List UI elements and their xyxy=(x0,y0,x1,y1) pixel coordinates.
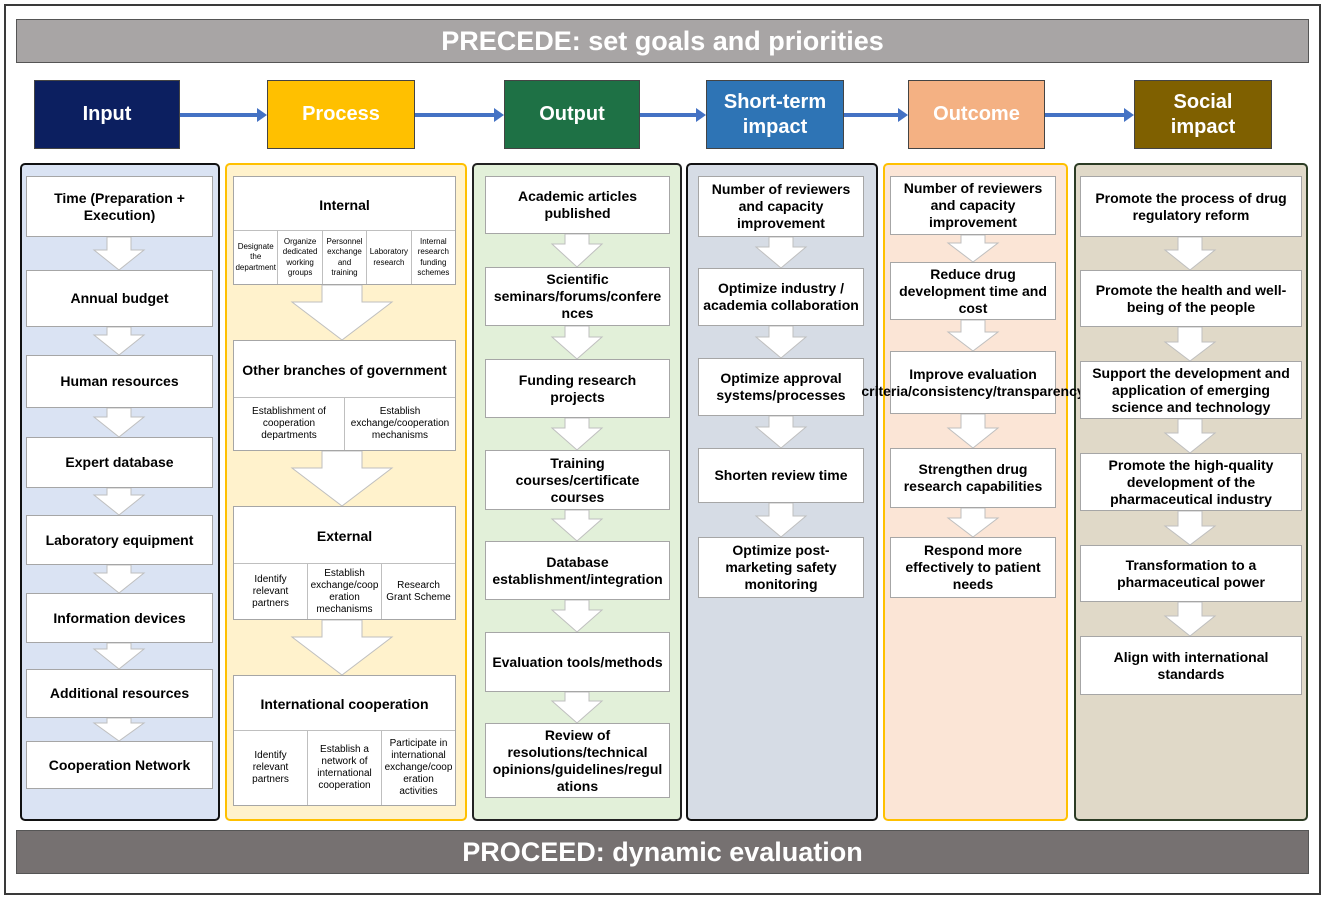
stage-outcome: Outcome xyxy=(908,80,1045,149)
short-term-impact-box: Number of reviewers and capacity improve… xyxy=(698,176,864,237)
process-sub-item: Personnel exchange and training xyxy=(321,231,366,284)
process-sub-item: Laboratory research xyxy=(366,231,410,284)
precede-banner: PRECEDE: set goals and priorities xyxy=(16,19,1309,63)
input-box: Human resources xyxy=(26,355,213,408)
process-government-box: Other branches of government Establishme… xyxy=(233,340,456,451)
stage-social-impact: Social impact xyxy=(1134,80,1272,149)
process-internal-box: Internal Designate the department Organi… xyxy=(233,176,456,285)
social-impact-box: Transformation to a pharmaceutical power xyxy=(1080,545,1302,602)
process-sub-item: Participate in international exchange/co… xyxy=(381,731,455,805)
output-box: Review of resolutions/technical opinions… xyxy=(485,723,670,798)
diagram-frame xyxy=(4,4,1321,895)
output-box: Training courses/certificate courses xyxy=(485,450,670,510)
output-box: Database establishment/integration xyxy=(485,541,670,600)
input-box: Expert database xyxy=(26,437,213,488)
output-box: Academic articles published xyxy=(485,176,670,234)
outcome-box: Reduce drug development time and cost xyxy=(890,262,1056,320)
input-box: Annual budget xyxy=(26,270,213,327)
short-term-impact-box: Shorten review time xyxy=(698,448,864,503)
short-term-impact-box: Optimize post-marketing safety monitorin… xyxy=(698,537,864,598)
outcome-box: Number of reviewers and capacity improve… xyxy=(890,176,1056,235)
process-sub-item: Organize dedicated working groups xyxy=(277,231,321,284)
outcome-box: Improve evaluation criteria/consistency/… xyxy=(861,351,1085,414)
process-sub-item: Establish a network of international coo… xyxy=(307,731,381,805)
process-sub-item: Establish exchange/cooperation mechanism… xyxy=(307,564,381,619)
input-box: Additional resources xyxy=(26,669,213,718)
process-group-title: Other branches of government xyxy=(242,362,447,378)
process-sub-item: Research Grant Scheme xyxy=(381,564,455,619)
process-sub-item: Identify relevant partners xyxy=(252,573,289,609)
social-impact-box: Promote the process of drug regulatory r… xyxy=(1080,176,1302,237)
process-sub-item: Designate the department xyxy=(235,241,276,272)
stage-output: Output xyxy=(504,80,640,149)
process-sub-item: Identify relevant partners xyxy=(252,750,289,785)
input-box: Cooperation Network xyxy=(26,741,213,789)
process-group-title: International cooperation xyxy=(260,696,429,712)
stage-process: Process xyxy=(267,80,415,149)
stage-input: Input xyxy=(34,80,180,149)
output-box: Evaluation tools/methods xyxy=(485,632,670,692)
social-impact-box: Support the development and application … xyxy=(1080,361,1302,419)
short-term-impact-box: Optimize industry / academia collaborati… xyxy=(698,268,864,326)
process-sub-item: Establishment of cooperation departments xyxy=(252,406,326,441)
process-group-title: Internal xyxy=(319,196,370,213)
outcome-box: Strengthen drug research capabilities xyxy=(890,448,1056,508)
social-impact-box: Promote the high-quality development of … xyxy=(1080,453,1302,511)
stage-short-term-impact: Short-term impact xyxy=(706,80,844,149)
social-impact-box: Align with international standards xyxy=(1080,636,1302,695)
proceed-banner: PROCEED: dynamic evaluation xyxy=(16,830,1309,874)
input-box: Laboratory equipment xyxy=(26,515,213,565)
process-group-title: External xyxy=(316,528,373,544)
input-column xyxy=(20,163,220,821)
process-international-box: International cooperation Identify relev… xyxy=(233,675,456,806)
short-term-impact-box: Optimize approval systems/processes xyxy=(698,358,864,416)
process-sub-item: Establish exchange/cooperation mechanism… xyxy=(344,398,455,450)
output-box: Funding research projects xyxy=(485,359,670,418)
process-sub-item: Internal research funding schemes xyxy=(410,231,455,284)
social-impact-box: Promote the health and well-being of the… xyxy=(1080,270,1302,327)
outcome-box: Respond more effectively to patient need… xyxy=(890,537,1056,598)
input-box: Information devices xyxy=(26,593,213,643)
input-box: Time (Preparation + Execution) xyxy=(26,176,213,237)
output-box: Scientific seminars/forums/conferences xyxy=(485,267,670,326)
process-external-box: External Identify relevant partners Esta… xyxy=(233,506,456,620)
